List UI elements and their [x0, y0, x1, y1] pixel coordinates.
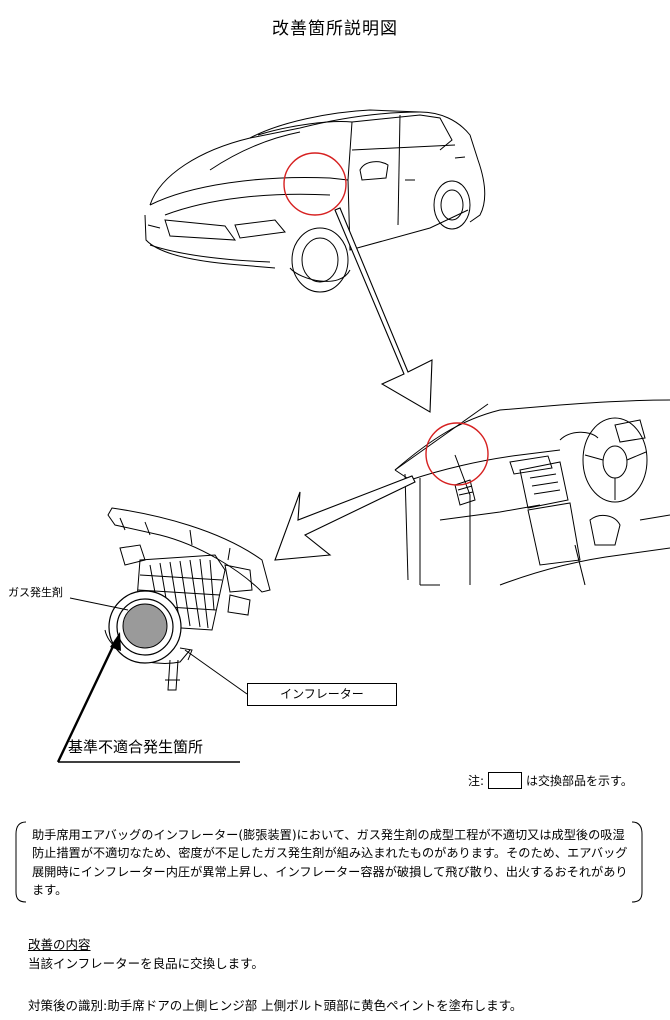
car-illustration — [144, 109, 486, 293]
note: 注: は交換部品を示す。 — [468, 772, 633, 789]
defect-location-label: 基準不適合発生箇所 — [68, 738, 204, 756]
note-suffix: は交換部品を示す。 — [526, 774, 633, 788]
arrow-to-module — [274, 475, 416, 561]
page-title: 改善箇所説明図 — [272, 19, 398, 39]
arrow-to-dashboard — [334, 207, 433, 413]
identification-text: 対策後の識別:助手席ドアの上側ヒンジ部 上側ボルト頭部に黄色ペイントを塗布します… — [28, 998, 523, 1013]
gas-generant-label: ガス発生剤 — [8, 586, 63, 599]
gas-generant-disc — [122, 603, 168, 649]
note-prefix: 注: — [468, 774, 485, 788]
bracket-left — [15, 821, 27, 903]
description-text: 助手席用エアバッグのインフレーター(膨張装置)において、ガス発生剤の成型工程が不… — [32, 828, 628, 898]
bracket-right — [631, 821, 643, 903]
replacement-part-swatch — [488, 772, 523, 789]
gas-generant-leader — [69, 597, 129, 611]
defect-arrow — [56, 639, 118, 763]
improvement-heading: 改善の内容 — [28, 937, 91, 952]
car-highlight-circle — [283, 152, 347, 216]
dashboard-illustration — [394, 399, 670, 586]
improvement-text: 当該インフレーターを良品に交換します。 — [28, 956, 264, 971]
inflator-label: インフレーター — [247, 683, 397, 706]
inflator-leader — [184, 649, 248, 695]
dashboard-highlight-circle — [425, 422, 489, 486]
